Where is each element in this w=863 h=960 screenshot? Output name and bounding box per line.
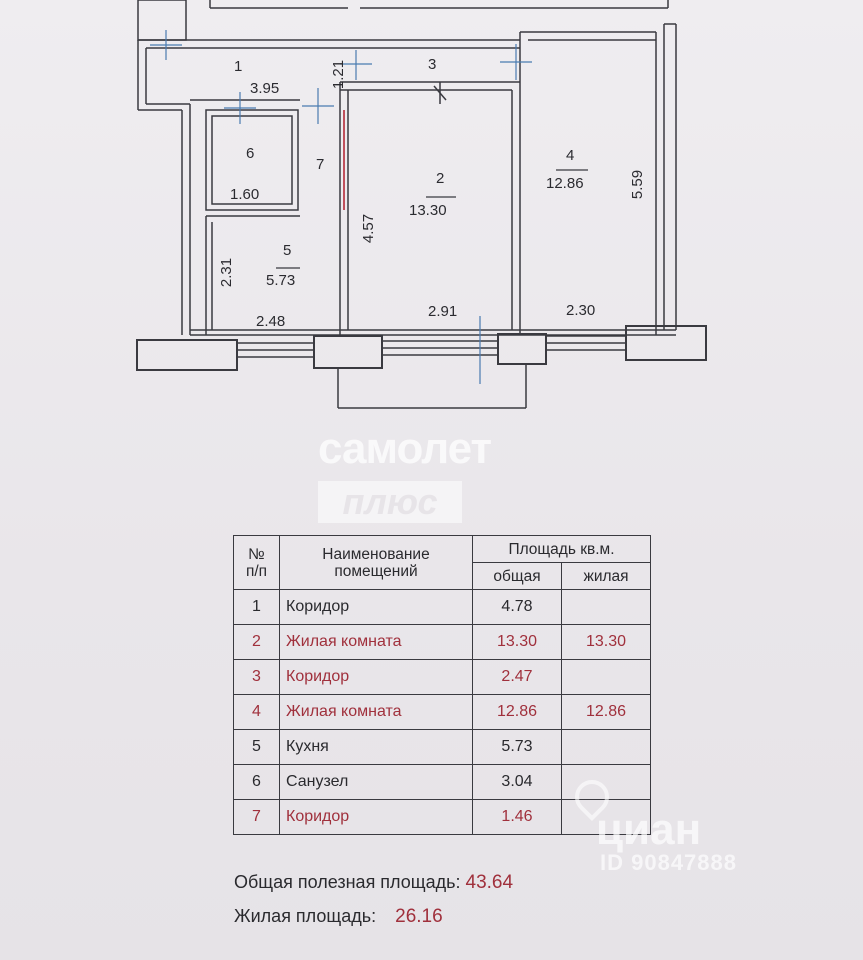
room-number: 2 — [436, 170, 445, 187]
column-header-total: общая — [472, 562, 562, 590]
total-area: 1.46 — [472, 799, 562, 835]
row-number: 2 — [233, 624, 280, 660]
cian-watermark: циан — [596, 805, 702, 854]
total-useful-area-label: Общая полезная площадь: — [234, 872, 461, 892]
table-row: 3 Коридор 2.47 — [233, 659, 651, 695]
room-name: Жилая комната — [279, 624, 473, 660]
dimension-label: 1.60 — [230, 186, 260, 203]
samolet-plus-watermark: плюс — [318, 481, 462, 523]
floor-plan-drawing — [136, 0, 707, 409]
dimension-label: 2.30 — [566, 302, 596, 319]
row-number: 7 — [233, 799, 280, 835]
row-number: 5 — [233, 729, 280, 765]
listing-id-watermark: ID 90847888 — [600, 850, 737, 875]
samolet-watermark: самолет — [318, 424, 492, 473]
table-row: 2 Жилая комната 13.30 13.30 — [233, 624, 651, 660]
living-area — [561, 799, 651, 835]
room-name: Коридор — [279, 589, 473, 625]
room-name: Кухня — [279, 729, 473, 765]
room-area: 5.73 — [266, 272, 296, 289]
table-row: 5 Кухня 5.73 — [233, 729, 651, 765]
room-number: 5 — [283, 242, 292, 259]
total-area: 3.04 — [472, 764, 562, 800]
table-row: 6 Санузел 3.04 — [233, 764, 651, 800]
row-number: 3 — [233, 659, 280, 695]
dimension-label: 1.21 — [330, 59, 348, 90]
room-number: 3 — [428, 56, 437, 73]
row-number: 1 — [233, 589, 280, 625]
dimension-label: 4.57 — [360, 213, 378, 244]
room-name: Коридор — [279, 799, 473, 835]
table-row: 4 Жилая комната 12.86 12.86 — [233, 694, 651, 730]
living-area — [561, 659, 651, 695]
total-area: 4.78 — [472, 589, 562, 625]
row-number: 6 — [233, 764, 280, 800]
living-area — [561, 589, 651, 625]
room-name: Жилая комната — [279, 694, 473, 730]
room-number: 1 — [234, 58, 243, 75]
room-area: 12.86 — [546, 175, 584, 192]
row-number: 4 — [233, 694, 280, 730]
room-name: Коридор — [279, 659, 473, 695]
total-useful-area: Общая полезная площадь: 43.64 — [234, 872, 513, 894]
living-area: 13.30 — [561, 624, 651, 660]
room-name: Санузел — [279, 764, 473, 800]
room-number: 7 — [316, 156, 325, 173]
dimension-label: 2.48 — [256, 313, 286, 330]
dimension-label: 2.31 — [218, 257, 236, 288]
total-area: 12.86 — [472, 694, 562, 730]
total-living-area-value: 26.16 — [395, 906, 443, 927]
column-header-name: Наименование помещений — [279, 535, 473, 590]
table-row: 1 Коридор 4.78 — [233, 589, 651, 625]
room-area-table: № п/п Наименование помещений Площадь кв.… — [233, 535, 651, 835]
total-living-area: Жилая площадь: 26.16 — [234, 906, 443, 928]
living-area — [561, 729, 651, 765]
dimension-label: 5.59 — [629, 169, 647, 200]
room-number: 4 — [566, 147, 575, 164]
living-area: 12.86 — [561, 694, 651, 730]
wall — [137, 0, 187, 41]
column-header-area: Площадь кв.м. — [472, 535, 651, 563]
total-useful-area-value: 43.64 — [465, 872, 514, 893]
total-area: 2.47 — [472, 659, 562, 695]
room-number: 6 — [246, 145, 255, 162]
table-row: 7 Коридор 1.46 — [233, 799, 651, 835]
total-area: 13.30 — [472, 624, 562, 660]
total-area: 5.73 — [472, 729, 562, 765]
room-area: 13.30 — [409, 202, 447, 219]
column-header-living: жилая — [561, 562, 651, 590]
total-living-area-label: Жилая площадь: — [234, 906, 377, 926]
dimension-label: 2.91 — [428, 303, 458, 320]
dimension-label: 3.95 — [250, 80, 280, 97]
column-header-number: № п/п — [233, 535, 280, 590]
